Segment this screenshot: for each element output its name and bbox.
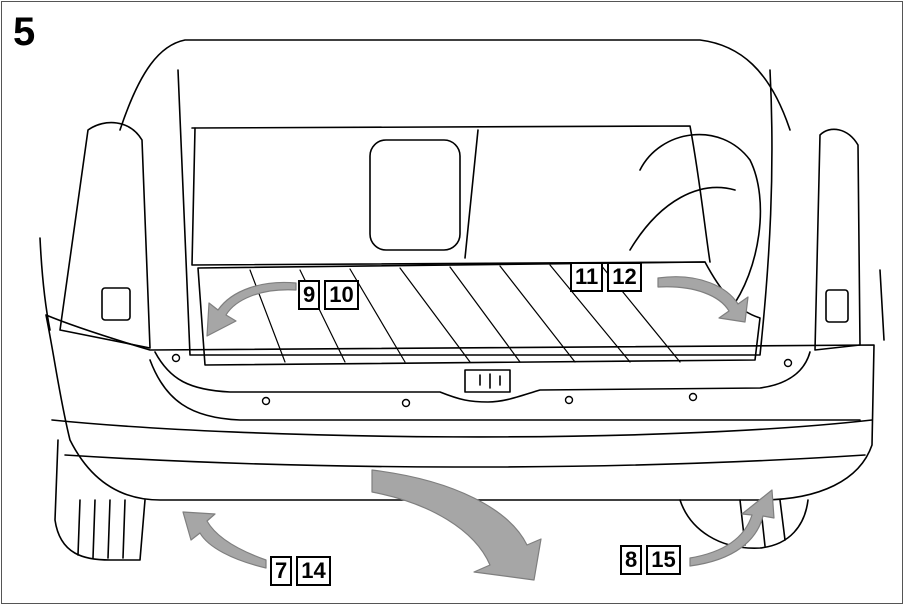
- ref-label: 15: [646, 545, 681, 575]
- tire-left: [54, 439, 146, 561]
- wheel-arch-right: [639, 133, 762, 311]
- rear-bumper: [45, 314, 875, 501]
- ref-label: 10: [324, 280, 359, 310]
- arrow-bumper-center: [371, 469, 542, 581]
- arrow-cargo-left: [206, 281, 297, 337]
- cargo-back-wall: [191, 125, 711, 263]
- callout-cargo-right: 11 12: [570, 262, 642, 292]
- ref-label: 9: [298, 280, 321, 310]
- hatch-opening-outline: [177, 69, 773, 356]
- arrow-bumper-left: [182, 511, 267, 569]
- callout-bumper-right: 8 15: [620, 545, 681, 575]
- ref-label: 11: [570, 262, 604, 292]
- taillight-left: [59, 121, 151, 349]
- roof-outline: [119, 39, 791, 131]
- ref-label: 8: [620, 545, 643, 575]
- callout-bumper-left: 7 14: [270, 556, 331, 586]
- tailgate-latch: [464, 369, 511, 393]
- tire-right: [679, 499, 809, 549]
- arrow-cargo-right: [657, 276, 749, 323]
- ref-label: 7: [270, 556, 293, 586]
- seat-headrest: [369, 139, 461, 251]
- cargo-seat-back: [191, 127, 706, 266]
- ref-label: 14: [296, 556, 331, 586]
- callout-cargo-left: 9 10: [298, 280, 359, 310]
- ref-label: 12: [607, 262, 642, 292]
- taillight-right: [814, 128, 861, 351]
- step-number: 5: [13, 10, 36, 54]
- arrow-bumper-right: [689, 489, 775, 567]
